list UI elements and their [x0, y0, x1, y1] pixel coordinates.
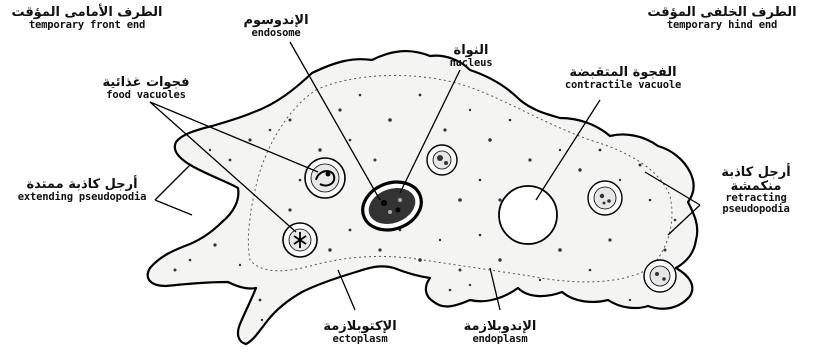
endosome-en: endosome — [228, 28, 324, 39]
hind-end-ar: الطرف الخلفى المؤقت — [634, 6, 810, 20]
hind-end-en: temporary hind end — [634, 20, 810, 31]
contractile-vacuole-en: contractile vacuole — [548, 80, 698, 91]
extending-pseudopodia-ar: أرجل كاذبة ممتدة — [0, 178, 164, 192]
food-vacuole-upper — [305, 158, 345, 198]
retracting-pseudopodia-ar-1: أرجل كاذبة — [704, 166, 808, 180]
food-vacuole-top — [427, 145, 457, 175]
contractile-vacuole-ar: الفجوة المتقبضة — [548, 66, 698, 80]
ectoplasm-ar: الإكتوبلازمة — [312, 320, 408, 334]
nucleus-en: nucleus — [436, 58, 506, 69]
food-vacuole-right-lower — [644, 260, 676, 292]
label-food-vacuoles: فجوات غذائية food vacuoles — [76, 76, 216, 101]
food-vacuole-right-upper — [588, 181, 622, 215]
front-end-ar: الطرف الأمامى المؤقت — [2, 6, 172, 20]
label-hind-end: الطرف الخلفى المؤقت temporary hind end — [634, 6, 810, 31]
endoplasm-en: endoplasm — [448, 334, 552, 345]
contractile-vacuole-shape — [499, 186, 557, 244]
label-retracting-pseudopodia: أرجل كاذبة منكمشة retracting pseudopodia — [704, 166, 808, 215]
label-contractile-vacuole: الفجوة المتقبضة contractile vacuole — [548, 66, 698, 91]
label-front-end: الطرف الأمامى المؤقت temporary front end — [2, 6, 172, 31]
front-end-en: temporary front end — [2, 20, 172, 31]
label-extending-pseudopodia: أرجل كاذبة ممتدة extending pseudopodia — [0, 178, 164, 203]
endoplasm-ar: الإندوبلازمة — [448, 320, 552, 334]
endosome-ar: الإندوسوم — [228, 14, 324, 28]
label-nucleus: النواة nucleus — [436, 44, 506, 69]
label-endoplasm: الإندوبلازمة endoplasm — [448, 320, 552, 345]
nucleus-ar: النواة — [436, 44, 506, 58]
label-ectoplasm: الإكتوبلازمة ectoplasm — [312, 320, 408, 345]
food-vacuoles-ar: فجوات غذائية — [76, 76, 216, 90]
retracting-pseudopodia-en-2: pseudopodia — [704, 204, 808, 215]
food-vacuole-lower — [283, 223, 317, 257]
label-endosome: الإندوسوم endosome — [228, 14, 324, 39]
food-vacuoles-en: food vacuoles — [76, 90, 216, 101]
extending-pseudopodia-en: extending pseudopodia — [0, 192, 164, 203]
ectoplasm-en: ectoplasm — [312, 334, 408, 345]
retracting-pseudopodia-ar-2: منكمشة — [704, 180, 808, 194]
